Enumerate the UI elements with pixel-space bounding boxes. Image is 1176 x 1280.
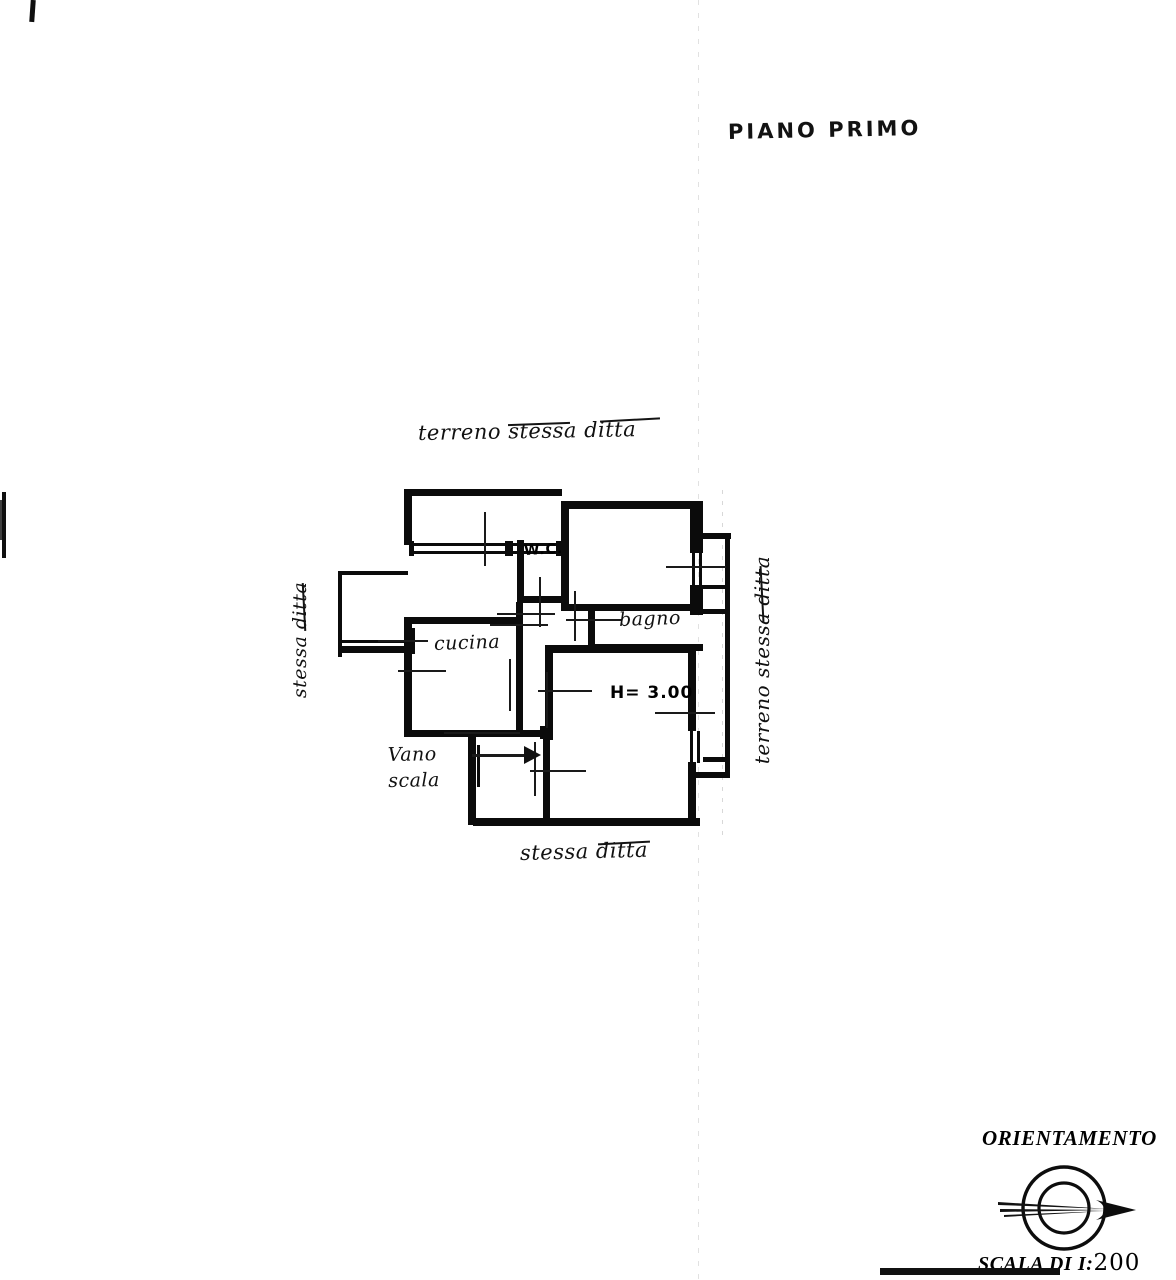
room-label-bagno: bagno bbox=[618, 606, 682, 631]
window-nw-top bbox=[413, 543, 511, 546]
wall-lowerleft-right bbox=[543, 737, 550, 822]
wall-living-right-lower bbox=[688, 762, 696, 824]
wall-ne-top bbox=[561, 501, 703, 509]
dimension-tick-bagno-h bbox=[566, 619, 622, 621]
scan-fold-line-secondary bbox=[722, 490, 723, 840]
scale-value: 200 bbox=[1093, 1250, 1141, 1276]
wall-living-top bbox=[545, 645, 695, 653]
door-jamb-lowerleft bbox=[540, 726, 553, 739]
window-lowerleft-left-inner bbox=[477, 745, 480, 787]
room-label-vano-scala: Vano scala bbox=[388, 741, 441, 794]
scan-artifact-left-edge bbox=[2, 492, 6, 558]
scan-edge-bar bbox=[880, 1268, 1060, 1275]
window-living-right bbox=[690, 731, 693, 763]
wall-ne-left bbox=[561, 501, 569, 605]
room-label-cucina: cucina bbox=[433, 630, 501, 655]
dimension-tick-cucina-h bbox=[490, 624, 548, 626]
dimension-tick-nw-v bbox=[484, 512, 486, 566]
scan-fold-line bbox=[698, 0, 699, 1280]
orientation-title: ORIENTAMENTO bbox=[982, 1126, 1157, 1150]
compass-icon bbox=[998, 1165, 1136, 1251]
wall-living-right bbox=[688, 645, 696, 731]
balcony-right-bottom bbox=[696, 772, 730, 778]
window-lowerleft-left bbox=[470, 745, 473, 787]
note-stessa-ditta-left: stessa ditta bbox=[289, 581, 311, 699]
vano-scala-line2: scala bbox=[388, 769, 441, 792]
wall-cucina-top bbox=[404, 617, 520, 624]
dimension-tick-cucina-h3 bbox=[398, 670, 446, 672]
page-title: PIANO PRIMO bbox=[727, 115, 922, 144]
vano-scala-line1: Vano bbox=[387, 743, 437, 767]
balcony-right-top bbox=[695, 533, 731, 539]
window-nw-top-2-inner bbox=[513, 551, 559, 554]
balcony-left-bottom bbox=[338, 646, 412, 653]
dimension-tick-living-v bbox=[546, 672, 548, 728]
dimension-tick-bagno-v bbox=[574, 591, 576, 641]
window-ne-right-inner bbox=[699, 553, 702, 585]
wall-ne-right bbox=[690, 501, 703, 553]
wall-nw-window-jamb-right bbox=[505, 541, 513, 556]
wall-nw-window-jamb-left bbox=[409, 541, 414, 556]
dimension-tick-living-h2 bbox=[655, 712, 715, 714]
window-ne-right bbox=[692, 553, 695, 585]
balcony-left-inner-line bbox=[342, 640, 408, 643]
wall-living-bottom bbox=[473, 818, 696, 826]
window-nw-top-2 bbox=[513, 543, 559, 546]
wall-wc-bottom bbox=[517, 596, 567, 603]
dimension-tick-cucina-h2 bbox=[378, 640, 428, 642]
stair-arrow-shaft bbox=[472, 754, 526, 757]
wall-se-corner bbox=[688, 818, 700, 826]
wall-bagno-left bbox=[588, 604, 595, 650]
balcony-right-mid-spur bbox=[700, 585, 728, 589]
dimension-tick-wc-v bbox=[539, 577, 541, 627]
window-nw-top-inner bbox=[413, 551, 511, 554]
dimension-tick-living-v2 bbox=[534, 742, 536, 796]
wall-cucina-left bbox=[404, 617, 412, 737]
balcony-left-top bbox=[338, 571, 408, 575]
wall-right-spur-bottom bbox=[703, 757, 727, 762]
wall-nw-window2-jamb bbox=[556, 541, 563, 556]
dimension-tick-cucina-v bbox=[509, 659, 511, 711]
stair-leader-line bbox=[444, 732, 520, 734]
scan-artifact-left-edge-2 bbox=[0, 500, 3, 540]
dimension-tick-wc-h bbox=[497, 613, 555, 615]
balcony-right-edge bbox=[725, 533, 730, 778]
wall-nw-left bbox=[404, 489, 412, 545]
balcony-left-edge bbox=[338, 571, 342, 657]
scan-artifact-top-left bbox=[29, 0, 36, 23]
wall-living-left bbox=[545, 645, 553, 740]
wall-right-spur-top bbox=[703, 609, 725, 614]
orientation-block: ORIENTAMENTO SCALA DI I:200 bbox=[960, 1120, 1176, 1280]
stair-arrow-head bbox=[524, 746, 541, 764]
wall-nw-top bbox=[404, 489, 562, 496]
room-label-wc: W.C. bbox=[523, 540, 564, 559]
dimension-tick-ne-h bbox=[666, 566, 726, 568]
wall-ne-bottom bbox=[561, 604, 703, 611]
dimension-tick-living-h3 bbox=[530, 770, 586, 772]
wall-wc-left bbox=[517, 540, 524, 602]
wall-cucina-right bbox=[516, 602, 523, 737]
ceiling-height-label: H= 3.00 bbox=[610, 683, 694, 703]
dimension-tick-living-h bbox=[538, 690, 592, 692]
window-living-right-inner bbox=[697, 731, 700, 763]
